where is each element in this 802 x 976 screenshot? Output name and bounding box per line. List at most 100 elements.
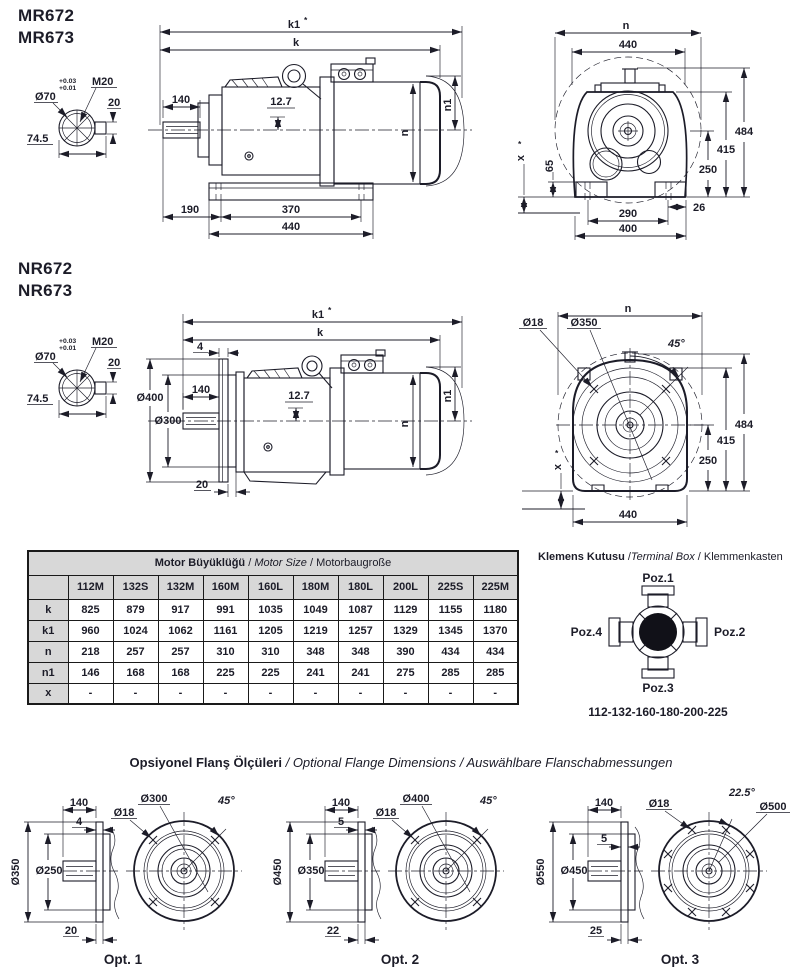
table-cell: 879: [112, 598, 159, 621]
mr-n1-label: n1: [442, 99, 454, 112]
opt3-front-geometry: [651, 812, 767, 930]
opt3-side-dimensions: Ø550 Ø450 140 5 25: [535, 797, 642, 944]
terminal-title-en: Terminal Box: [630, 551, 695, 563]
table-cell: -: [202, 682, 249, 705]
col-header: 112M: [67, 574, 114, 600]
mr-shaft-dia-label: Ø70: [35, 91, 56, 103]
table-cell: 218: [67, 640, 114, 663]
mr-shaft-thread-label: M20: [92, 76, 113, 88]
nr-shaft-len-label: 74.5: [27, 393, 48, 405]
opt2-caption: Opt. 2: [381, 952, 419, 967]
opt1-front-dimensions: Ø300 Ø18 45°: [111, 793, 235, 893]
nr-end-htotal-label: 484: [735, 419, 754, 431]
table-title-row: Motor Büyüklüğü / Motor Size / Motorbaug…: [27, 550, 519, 576]
flange-opt1-drawing: Ø350 Ø250 140 4 20 Ø300 Ø18: [10, 793, 242, 967]
mr-end-slots-label: 290: [619, 208, 637, 220]
opt2-hole-label: Ø18: [376, 807, 397, 819]
nr-shaft-dia-label: Ø70: [35, 351, 56, 363]
nr-end-view: Ø18 Ø350 45° n 484 415 250 x * 440: [519, 303, 754, 527]
row-label: x: [27, 682, 69, 705]
opt3-caption: Opt. 3: [661, 952, 700, 967]
nr-shaftlen-label: 140: [192, 384, 210, 396]
table-cell: 1049: [292, 598, 339, 621]
row-label: n1: [27, 661, 69, 684]
table-cell: 146: [67, 661, 114, 684]
opt1-od-label: Ø350: [10, 859, 22, 886]
table-cell: 1087: [337, 598, 384, 621]
flange-title-sep2: /: [456, 755, 467, 770]
mr-end-x-star: *: [518, 139, 522, 149]
mr-end-base-label: 400: [619, 223, 637, 235]
table-title-sep1: /: [245, 557, 255, 570]
table-cell: 310: [247, 640, 294, 663]
table-cell: 168: [112, 661, 159, 684]
mr-base-label: 440: [282, 221, 300, 233]
col-header: 225S: [427, 574, 474, 600]
nr-model-line1: NR672: [18, 259, 73, 278]
mr-shaft-tol-lower: +0.01: [59, 85, 76, 92]
mr-side-view: k1 * k 140 12.7 n n1 190 370 440: [148, 15, 472, 239]
row-label: n: [27, 640, 69, 663]
mr-model-line1: MR672: [18, 6, 75, 25]
mr-end-dimensions: n 440 484 415 250 65 x * 26 290 400: [515, 20, 754, 240]
mr-shaft-end-view: Ø70 +0.03 +0.01 M20 20 74.5: [27, 76, 121, 158]
terminal-box-title: Klemens Kutusu /Terminal Box / Klemmenka…: [538, 551, 783, 563]
table-cell: 168: [157, 661, 204, 684]
nr-k-label: k: [317, 327, 324, 339]
table-cell: -: [157, 682, 204, 705]
table-cell: -: [67, 682, 114, 705]
opt1-caption: Opt. 1: [104, 952, 143, 967]
table-cell: 1345: [427, 619, 474, 642]
mr-shaft-geometry: [58, 109, 107, 147]
table-cell: 1257: [337, 619, 384, 642]
terminal-title-tr: Klemens Kutusu: [538, 551, 625, 563]
table-cell: 257: [157, 640, 204, 663]
table-cell: 1129: [382, 598, 429, 621]
terminal-sizes-label: 112-132-160-180-200-225: [588, 705, 728, 719]
flange-title-sep1: /: [281, 755, 293, 770]
row-label: k: [27, 598, 69, 621]
mr-shaft-tol-upper: +0.03: [59, 78, 76, 85]
mr-end-x-label: x: [515, 154, 527, 161]
mr-k1-label: k1: [288, 19, 300, 31]
nr-plate-label: 4: [197, 341, 204, 353]
opt3-front-dimensions: Ø500 Ø18 22.5°: [646, 787, 790, 863]
table-cell: 275: [382, 661, 429, 684]
opt2-angle-label: 45°: [479, 795, 497, 807]
flange-title-de: Auswählbare Flanschabmessungen: [466, 755, 673, 770]
nr-end-boltcircle-label: Ø350: [571, 317, 598, 329]
opt1-plate-label: 4: [76, 816, 83, 828]
nr-end-hcenter-label: 250: [699, 455, 717, 467]
opt3-shaftlen-label: 140: [595, 797, 613, 809]
table-row: k1 960 1024 1062 1161 1205 1219 1257 132…: [27, 619, 519, 642]
terminal-box-geometry: [608, 585, 708, 679]
nr-n-label: n: [399, 420, 411, 427]
opt1-hole-label: Ø18: [114, 807, 135, 819]
nr-end-n-label: n: [625, 303, 632, 315]
opt1-spigot-label: Ø250: [36, 865, 63, 877]
opt2-spigot-label: Ø350: [298, 865, 325, 877]
terminal-box-diagram: Poz.1 Poz.2 Poz.3 Poz.4 112-132-160-180-…: [571, 571, 746, 719]
mr-end-view: n 440 484 415 250 65 x * 26 290 400: [515, 20, 754, 240]
table-cell: 1219: [292, 619, 339, 642]
table-cell: 1035: [247, 598, 294, 621]
mr-keyway-label: 12.7: [270, 96, 291, 108]
nr-depth-label: 20: [196, 479, 208, 491]
terminal-title-sep1: /: [624, 551, 631, 563]
opt2-front-dimensions: Ø400 Ø18 45°: [373, 793, 497, 893]
nr-model-line2: NR673: [18, 281, 73, 300]
table-cell: 1155: [427, 598, 474, 621]
table-cell: 257: [112, 640, 159, 663]
mr-shaft-dimensions: Ø70 +0.03 +0.01 M20 20 74.5: [27, 76, 121, 158]
nr-end-x-star: *: [555, 448, 559, 458]
opt3-boltcircle-label: Ø500: [760, 801, 787, 813]
nr-shaft-tol-upper: +0.03: [59, 338, 76, 345]
mr-end-hcenter-label: 250: [699, 164, 717, 176]
col-header: 132S: [112, 574, 159, 600]
terminal-poz4-label: Poz.4: [571, 625, 603, 639]
mr-end-width-label: 440: [619, 39, 637, 51]
table-cell: -: [472, 682, 519, 705]
mr-shaftlen-label: 140: [172, 94, 190, 106]
flange-section-title: Opsiyonel Flanş Ölçüleri / Optional Flan…: [0, 755, 802, 770]
